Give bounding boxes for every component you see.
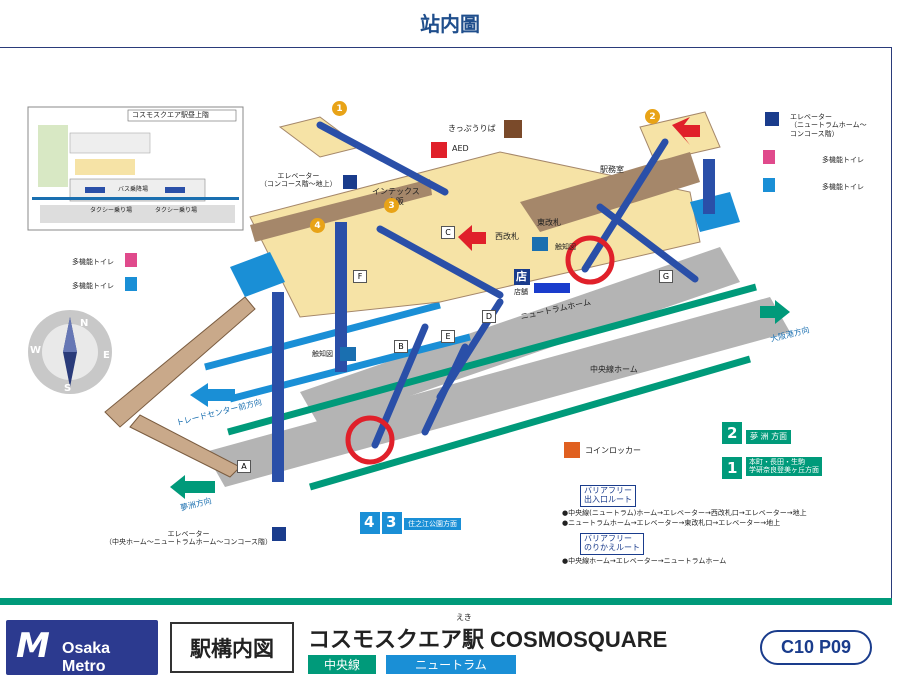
barrier-free-1-tag: バリアフリー 出入口ルート bbox=[580, 485, 636, 507]
barrier-free-2-line-1: ●中央線ホーム→エレベーター→ニュートラムホーム bbox=[562, 557, 727, 565]
compass-n: N bbox=[80, 318, 89, 329]
higashi-gate-label: 東改札 bbox=[537, 218, 561, 227]
footer-divider bbox=[0, 598, 892, 605]
shop-label: 店舗 bbox=[514, 288, 528, 296]
chuo-platform bbox=[205, 297, 790, 487]
marker-1: 1 bbox=[332, 101, 347, 116]
barrier-free-1-line-1: ●中央線(ニュートラム)ホーム→エレベーター→西改札口→エレベーター→地上 bbox=[562, 509, 807, 517]
compass-s: S bbox=[64, 383, 72, 394]
elevator-left-top-label: エレベーター （コンコース階～地上） bbox=[260, 172, 337, 189]
highlight-circle-2 bbox=[345, 415, 395, 465]
gate-f: F bbox=[353, 270, 367, 283]
toilet-right-2-label: 多機能トイレ bbox=[822, 183, 864, 191]
elevator-top-right-label: エレベーター （ニュートラムホーム～ コンコース階） bbox=[790, 113, 867, 138]
platform-1-dest: 本町・長田・生駒 学研奈良登美ヶ丘方面 bbox=[746, 457, 822, 476]
inset-bus-label: バス乗降場 bbox=[118, 186, 149, 193]
gate-c: C bbox=[441, 226, 455, 239]
platform-3-number: 3 bbox=[386, 513, 397, 531]
toilet-icons bbox=[125, 150, 775, 291]
inset-title: コスモスクエア駅昼上階 bbox=[132, 111, 209, 119]
arrow-yumeshima bbox=[170, 475, 215, 499]
station-code: C10 P09 bbox=[760, 630, 872, 665]
metro-m-icon: M bbox=[16, 626, 50, 666]
arrow-osakako bbox=[760, 300, 790, 324]
highlight-circle-1 bbox=[565, 235, 615, 285]
platform-4-number: 4 bbox=[364, 513, 375, 531]
station-ruby: えき bbox=[456, 613, 472, 622]
station-name-en: COSMOSQUARE bbox=[490, 627, 668, 652]
compass-e: E bbox=[103, 350, 110, 361]
shokuchi-2-label: 触知図 bbox=[555, 243, 576, 251]
marker-2: 2 bbox=[645, 109, 660, 124]
red-arrow-1 bbox=[458, 225, 486, 251]
marker-3: 3 bbox=[384, 198, 399, 213]
ekimu-label: 駅務室 bbox=[600, 165, 624, 174]
barrier-free-2-tag: バリアフリー のりかえルート bbox=[580, 533, 644, 555]
kounai-title: 駅構内図 bbox=[170, 622, 294, 673]
logo-text: Osaka Metro bbox=[62, 640, 111, 675]
aed-label: AED bbox=[452, 144, 469, 153]
gate-b: B bbox=[394, 340, 408, 353]
platform-2-dest: 夢 洲 方面 bbox=[746, 430, 792, 444]
elevator-shaft-1 bbox=[272, 292, 284, 482]
gate-g: G bbox=[659, 270, 673, 283]
chuo-home-label: 中央線ホーム bbox=[590, 365, 638, 374]
red-arrow-2 bbox=[672, 117, 700, 145]
elevator-bottom-label: エレベーター （中央ホーム～ニュートラムホーム～コンコース階） bbox=[105, 530, 273, 547]
station-name-jp: コスモスクエア駅 bbox=[308, 628, 485, 653]
coin-locker-label: コインロッカー bbox=[585, 446, 641, 455]
arrow-trade-center bbox=[190, 383, 235, 407]
map-frame bbox=[0, 47, 892, 683]
platform-34-dest: 住之江公園方面 bbox=[404, 518, 461, 531]
inset-taxi-1: タクシー乗り場 bbox=[90, 207, 133, 214]
elevator-shaft-3 bbox=[703, 159, 715, 214]
exit-left bbox=[230, 252, 285, 297]
line-newtram-tag: ニュートラム bbox=[386, 655, 516, 674]
compass-w: W bbox=[30, 345, 42, 356]
platform-2-number: 2 bbox=[727, 424, 738, 442]
toilet-left-2-label: 多機能トイレ bbox=[72, 282, 114, 290]
inset-taxi-2: タクシー乗り場 bbox=[155, 207, 198, 214]
compass-icon bbox=[28, 310, 112, 394]
toilet-left-1-label: 多機能トイレ bbox=[72, 258, 114, 266]
osaka-metro-logo: M Osaka Metro bbox=[6, 620, 158, 675]
gate-e: E bbox=[441, 330, 455, 343]
toilet-right-1-label: 多機能トイレ bbox=[822, 156, 864, 164]
shokuchi-1-label: 触知図 bbox=[312, 350, 333, 358]
platform-1-number: 1 bbox=[727, 459, 738, 477]
stairs-left bbox=[104, 296, 256, 428]
inset-map bbox=[27, 106, 244, 231]
gate-a: A bbox=[237, 460, 251, 473]
nishi-gate-label: 西改札 bbox=[495, 232, 519, 241]
marker-4: 4 bbox=[310, 218, 325, 233]
escalators bbox=[316, 121, 699, 449]
kippu-label: きっぷうりば bbox=[448, 124, 496, 133]
gate-d: D bbox=[482, 310, 496, 323]
elevator-shaft-2 bbox=[335, 222, 347, 372]
page-title: 站内圖 bbox=[420, 12, 480, 36]
line-chuo-tag: 中央線 bbox=[308, 655, 376, 674]
station-map bbox=[27, 106, 790, 541]
shop-icon: 店 bbox=[516, 270, 527, 283]
barrier-free-1-line-2: ●ニュートラムホーム→エレベーター→東改札口→エレベーター→地上 bbox=[562, 519, 781, 527]
